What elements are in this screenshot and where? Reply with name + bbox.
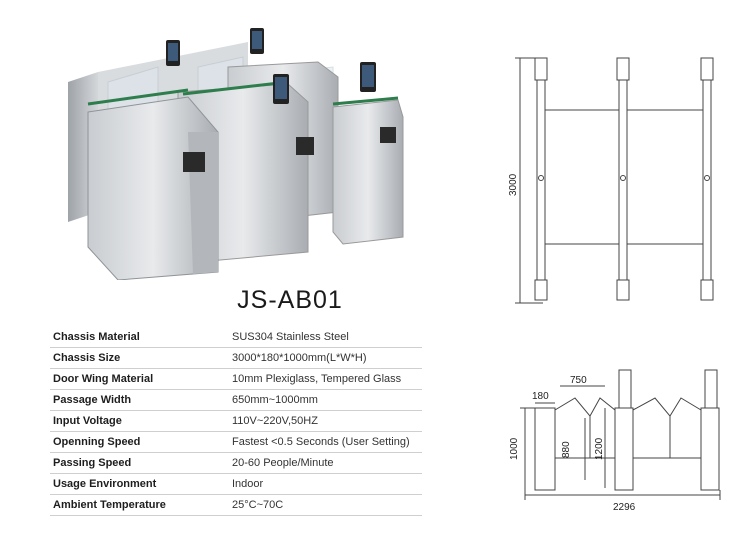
- spec-value: 110V~220V,50HZ: [232, 415, 318, 427]
- spec-label: Door Wing Material: [53, 373, 154, 385]
- spec-row: Door Wing Material 10mm Plexiglass, Tempe…: [50, 369, 422, 390]
- spec-label: Ambient Temperature: [53, 499, 166, 511]
- spec-label: Chassis Size: [53, 352, 121, 364]
- dim-2296: 2296: [613, 502, 636, 513]
- spec-label: Usage Environment: [53, 478, 157, 490]
- spec-value: 25°C~70C: [232, 499, 284, 511]
- spec-value: 20-60 People/Minute: [232, 457, 334, 469]
- spec-value: 10mm Plexiglass, Tempered Glass: [232, 373, 402, 385]
- dim-3000: 3000: [508, 173, 519, 196]
- spec-value: 650mm~1000mm: [232, 394, 318, 406]
- spec-row: Ambient Temperature 25°C~70C: [50, 495, 422, 516]
- top-view-drawing: 3000: [508, 57, 714, 304]
- spec-row: Chassis Material SUS304 Stainless Steel: [50, 327, 422, 348]
- dim-1200: 1200: [594, 437, 605, 460]
- dim-1000: 1000: [509, 437, 520, 460]
- spec-row: Passage Width 650mm~1000mm: [50, 390, 422, 411]
- spec-label: Openning Speed: [53, 436, 141, 448]
- dim-880: 880: [561, 441, 572, 458]
- spec-label: Passage Width: [53, 394, 132, 406]
- spec-value: SUS304 Stainless Steel: [232, 331, 349, 343]
- spec-label: Input Voltage: [53, 415, 122, 427]
- spec-value: Indoor: [232, 478, 264, 490]
- spec-label: Chassis Material: [53, 331, 140, 343]
- spec-label: Passing Speed: [53, 457, 132, 469]
- dim-750: 750: [570, 375, 587, 386]
- spec-value: Fastest <0.5 Seconds (User Setting): [232, 436, 410, 448]
- turnstile-product-image: [68, 28, 404, 280]
- spec-row: Input Voltage 110V~220V,50HZ: [50, 411, 422, 432]
- spec-row: Usage Environment Indoor: [50, 474, 422, 495]
- spec-row: Openning Speed Fastest <0.5 Seconds (User…: [50, 432, 422, 453]
- spec-value: 3000*180*1000mm(L*W*H): [232, 352, 367, 364]
- side-view-drawing: 180 750 1000 880 1200 2296: [509, 369, 721, 513]
- model-title: JS-AB01: [237, 286, 343, 314]
- spec-row: Chassis Size 3000*180*1000mm(L*W*H): [50, 348, 422, 369]
- spec-row: Passing Speed 20-60 People/Minute: [50, 453, 422, 474]
- dim-180: 180: [532, 391, 549, 402]
